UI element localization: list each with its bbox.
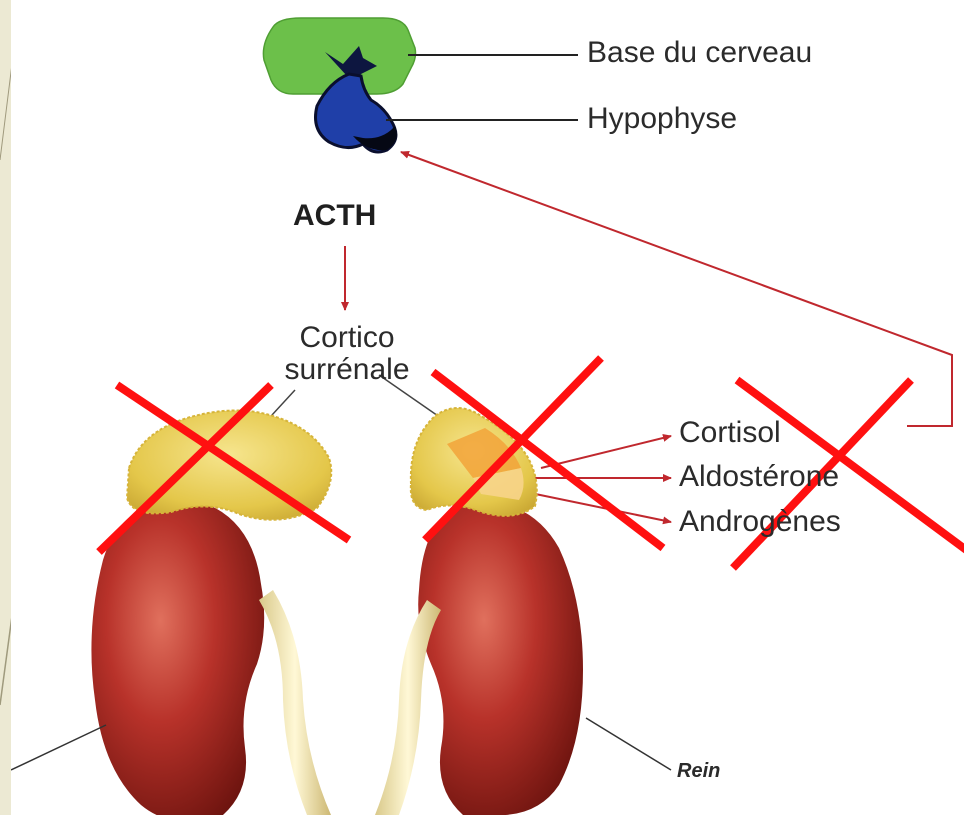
- ureter-left: [259, 590, 331, 815]
- kidney-leader-right: [586, 718, 671, 770]
- kidney-leader-left: [11, 725, 106, 770]
- kidney-shape-right: [418, 500, 583, 815]
- cortisol-arrow: [541, 436, 671, 468]
- acth-adrenal-diagram: [11, 0, 964, 815]
- diagram-panel: Base du cerveau Hypophyse ACTH Cortico s…: [11, 0, 964, 815]
- adrenal-cortex-line1: Cortico: [247, 322, 447, 354]
- cortisol-label: Cortisol: [679, 418, 781, 448]
- pituitary-label: Hypophyse: [587, 104, 737, 134]
- brain-base-label: Base du cerveau: [587, 38, 812, 68]
- ureter-right: [375, 600, 441, 815]
- adrenal-cortex-label: Cortico surrénale: [247, 322, 447, 385]
- adrenal-cortex-line2: surrénale: [247, 354, 447, 386]
- acth-label: ACTH: [293, 201, 376, 231]
- aldosterone-label: Aldostérone: [679, 462, 839, 492]
- feedback-arrow: [401, 152, 952, 426]
- kidney-shape: [91, 498, 264, 815]
- kidney-label: Rein: [677, 761, 720, 781]
- androgens-label: Androgènes: [679, 507, 841, 537]
